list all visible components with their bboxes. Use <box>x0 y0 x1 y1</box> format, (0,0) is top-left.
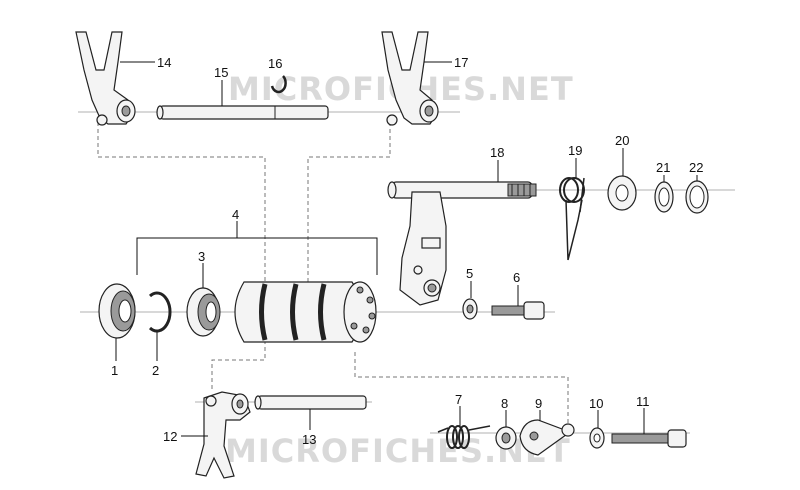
callout-20: 20 <box>615 133 629 148</box>
dashed-link-fork14 <box>97 122 266 285</box>
callout-11: 11 <box>636 394 650 409</box>
callout-9: 9 <box>535 396 542 411</box>
callout-10: 10 <box>589 396 603 411</box>
collar-8 <box>495 426 517 450</box>
callout-14: 14 <box>157 55 171 70</box>
callout-8: 8 <box>501 396 508 411</box>
bracket-group-4 <box>136 237 378 275</box>
watermark-bottom: MICROFICHES.NET <box>225 432 571 470</box>
shift-fork-17 <box>381 31 439 126</box>
shift-fork-12 <box>195 391 251 479</box>
shift-shaft-18 <box>387 181 537 306</box>
callout-6: 6 <box>513 270 520 285</box>
fork-shaft-15 <box>156 105 329 120</box>
washer-22 <box>685 180 709 214</box>
callout-16: 16 <box>268 56 282 71</box>
shift-fork-14 <box>75 31 136 126</box>
callout-13: 13 <box>302 432 316 447</box>
callout-19: 19 <box>568 143 582 158</box>
callout-1: 1 <box>111 363 118 378</box>
callout-7: 7 <box>455 392 462 407</box>
callout-22: 22 <box>689 160 703 175</box>
callout-3: 3 <box>198 249 205 264</box>
bearing-3 <box>186 287 221 337</box>
callout-15: 15 <box>214 65 228 80</box>
washer-20 <box>607 175 637 211</box>
fork-shaft-13 <box>254 395 367 410</box>
bearing-1 <box>98 283 136 339</box>
callout-2: 2 <box>152 363 159 378</box>
bolt-6 <box>491 301 545 320</box>
dashed-link-fork12 <box>211 340 266 392</box>
circlip-2 <box>148 291 172 333</box>
bolt-11 <box>611 429 687 448</box>
washer-21 <box>654 181 674 213</box>
circlip-16 <box>270 75 287 94</box>
callout-17: 17 <box>454 55 468 70</box>
dashed-link-fork17 <box>307 122 391 285</box>
callout-12: 12 <box>163 429 177 444</box>
return-spring-19 <box>559 177 585 261</box>
washer-10 <box>589 427 605 449</box>
callout-4: 4 <box>232 207 239 222</box>
stopper-lever-9 <box>519 419 575 456</box>
callout-5: 5 <box>466 266 473 281</box>
callout-21: 21 <box>656 160 670 175</box>
dashed-link-stopper <box>354 352 569 428</box>
callout-18: 18 <box>490 145 504 160</box>
shift-drum-4 <box>234 281 377 343</box>
stopper-spring-7 <box>437 425 491 449</box>
washer-5 <box>462 298 478 320</box>
